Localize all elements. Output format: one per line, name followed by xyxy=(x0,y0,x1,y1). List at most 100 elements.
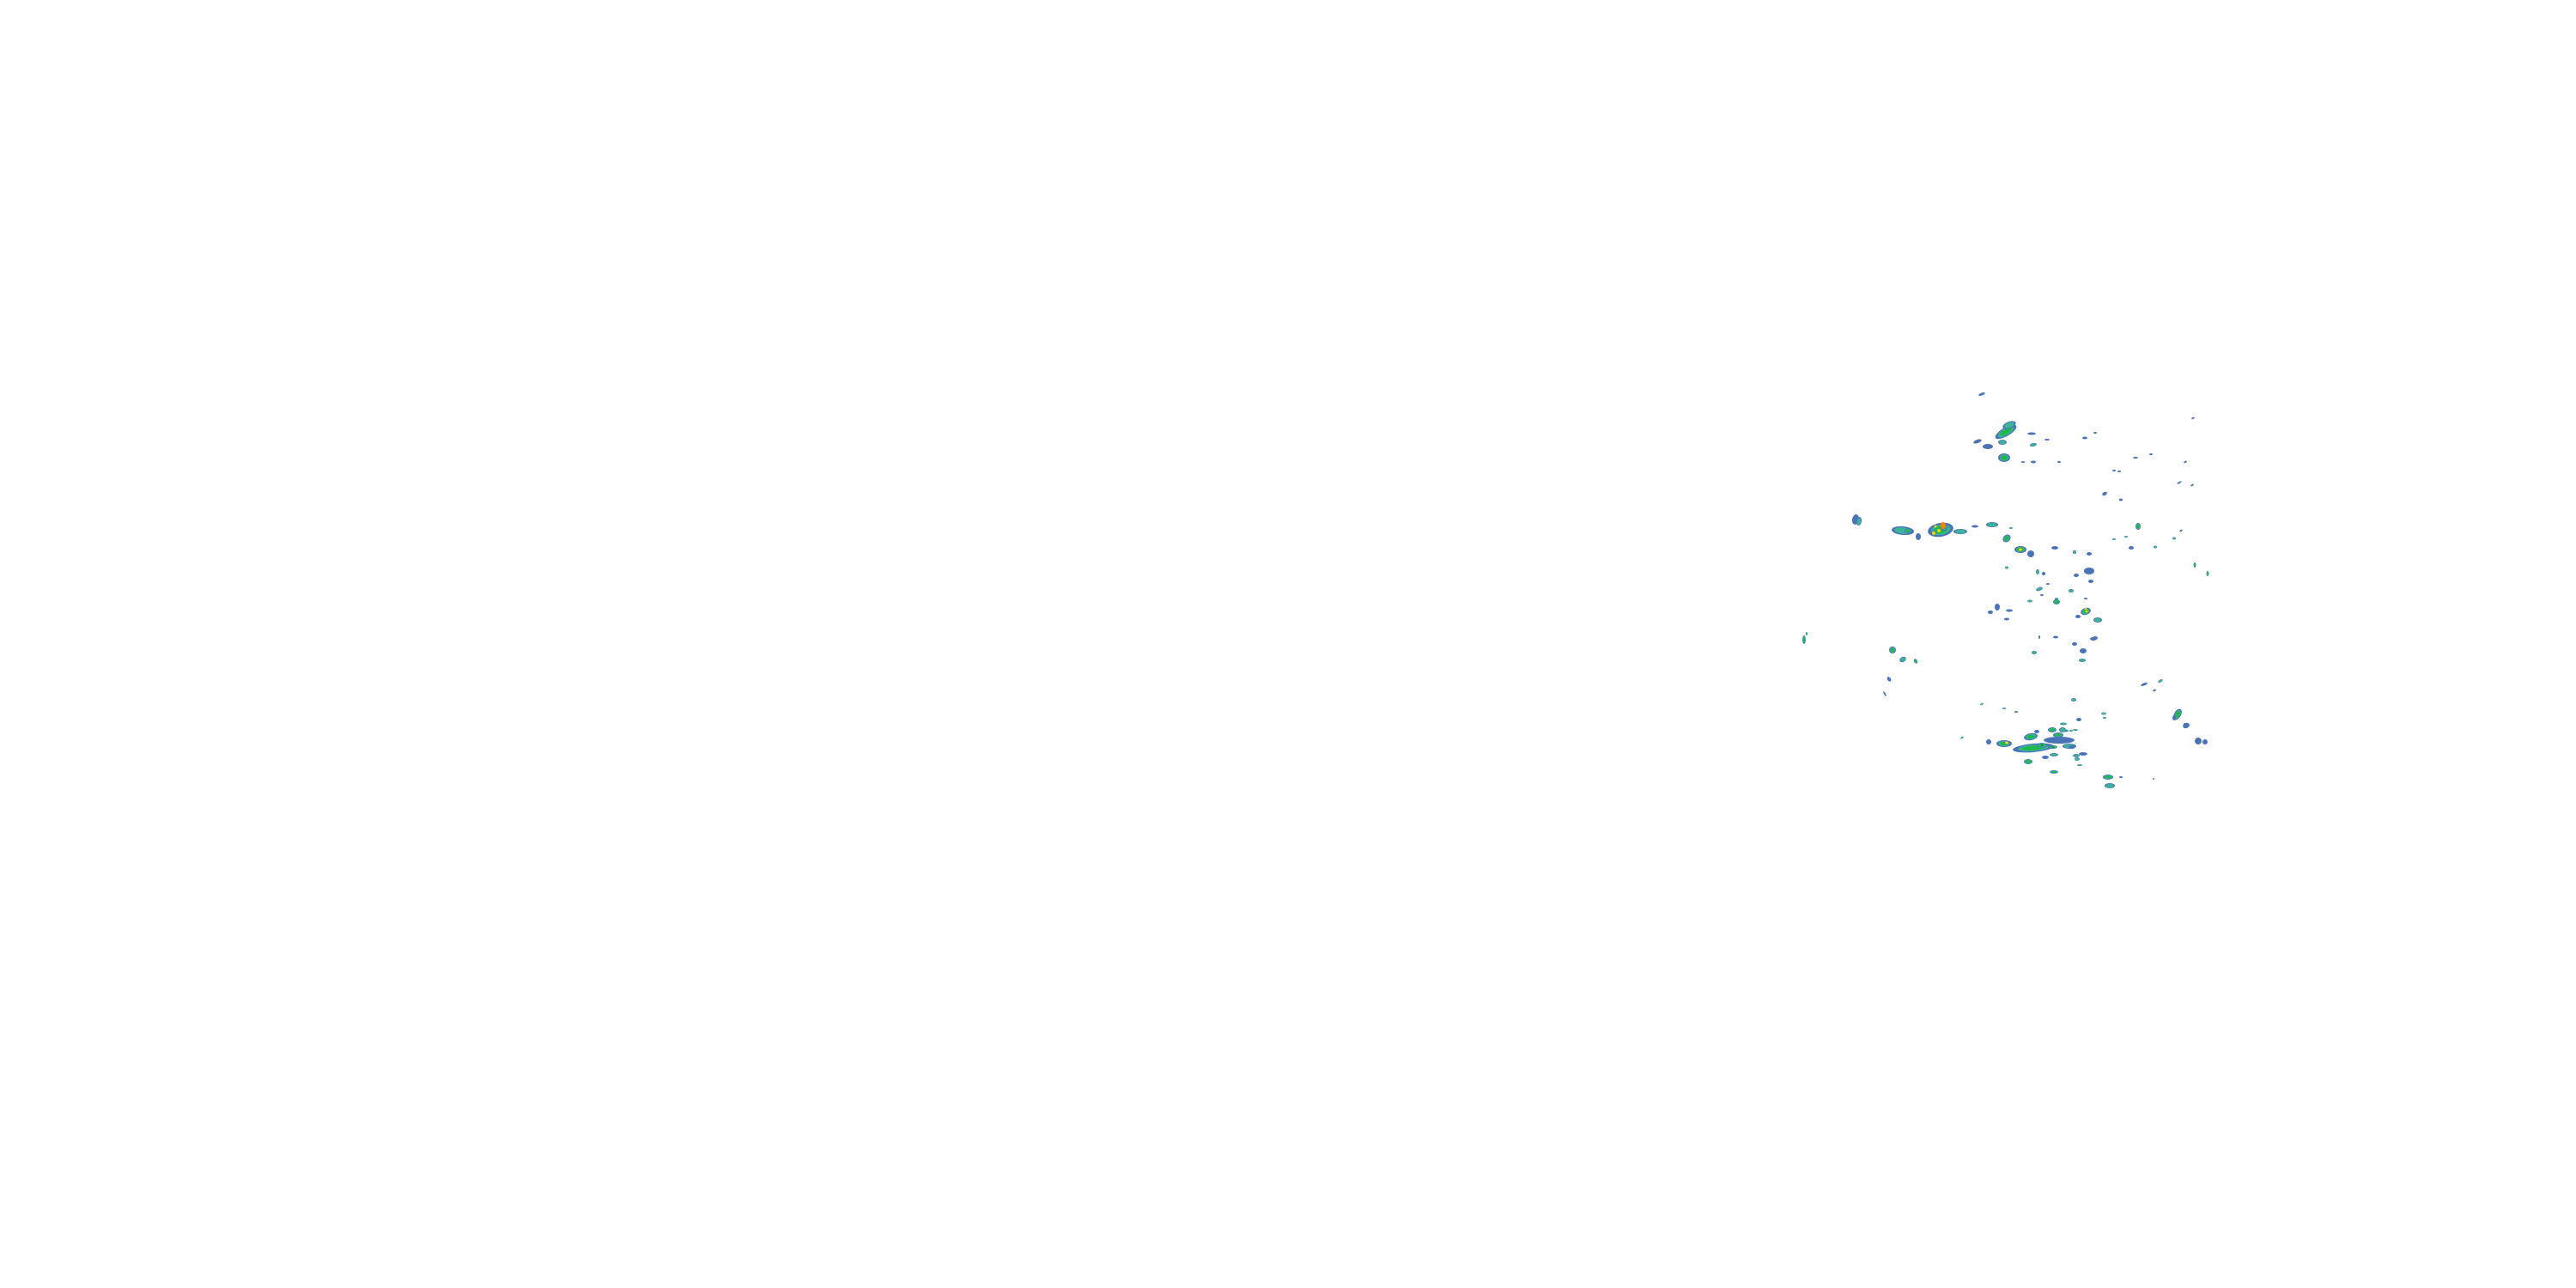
radar-echo-band xyxy=(2036,569,2039,574)
radar-echo xyxy=(1980,702,1984,706)
radar-echo-band xyxy=(2000,428,2012,436)
radar-echo-band xyxy=(2105,783,2114,788)
radar-echo xyxy=(2057,461,2061,463)
radar-echo xyxy=(2077,764,2082,766)
radar-echo xyxy=(1886,677,1892,682)
radar-echo xyxy=(2082,436,2087,440)
radar-echo xyxy=(2030,442,2037,447)
radar-echo-band xyxy=(1914,659,1917,663)
radar-echo xyxy=(2084,568,2094,574)
radar-echo-band xyxy=(2021,461,2025,463)
radar-echo-band xyxy=(2088,580,2093,583)
radar-echo-band xyxy=(2141,683,2148,686)
radar-echo-band xyxy=(2027,599,2032,603)
radar-echo xyxy=(2202,739,2208,744)
radar-echo-band xyxy=(2093,432,2097,434)
radar-echo xyxy=(1883,691,1886,696)
radar-echo xyxy=(2093,432,2097,434)
radar-echo-band xyxy=(2055,733,2062,737)
radar-echo-band xyxy=(2084,598,2087,599)
radar-echo xyxy=(1986,739,1991,744)
radar-echo xyxy=(2048,727,2057,732)
radar-echo-band xyxy=(2001,455,2008,460)
radar-echo-band xyxy=(2044,439,2050,440)
radar-echo xyxy=(2087,552,2092,556)
radar-echo xyxy=(2053,732,2063,738)
radar-echo-band xyxy=(2073,550,2076,554)
radar-echo xyxy=(1806,632,1807,635)
radar-echo-band xyxy=(2190,483,2194,487)
radar-echo-band xyxy=(2119,498,2123,501)
radar-echo-band xyxy=(2129,546,2134,550)
radar-echo-band xyxy=(2195,738,2202,744)
radar-echo-band xyxy=(1916,533,1921,540)
radar-echo xyxy=(2053,599,2060,605)
radar-echo xyxy=(2027,550,2034,557)
radar-echo xyxy=(2190,483,2194,487)
radar-echo xyxy=(2158,679,2163,683)
radar-echo xyxy=(2129,546,2134,550)
radar-echo xyxy=(2032,651,2037,654)
radar-echo-band xyxy=(1890,647,1895,653)
radar-echo-core xyxy=(1941,522,1946,529)
radar-echo-band xyxy=(2172,537,2176,540)
radar-echo-band xyxy=(2051,546,2058,550)
radar-echo xyxy=(2053,635,2058,639)
radar-echo-band xyxy=(2053,635,2058,639)
radar-echo-band xyxy=(1886,677,1892,682)
radar-echo xyxy=(2133,457,2138,459)
radar-echo-band xyxy=(1983,444,1993,449)
radar-echo xyxy=(1998,440,2007,445)
radar-echo xyxy=(2119,498,2123,501)
radar-echo-band xyxy=(2103,717,2106,719)
radar-echo-band xyxy=(1980,702,1984,706)
radar-echo-band xyxy=(2087,552,2092,556)
radar-echo xyxy=(2112,538,2116,540)
radar-echo-band xyxy=(2002,708,2006,709)
radar-echo-band xyxy=(1971,525,1978,528)
radar-echo-band xyxy=(2037,587,2042,591)
radar-echo xyxy=(2075,615,2081,618)
radar-echo-band xyxy=(1987,522,1997,527)
radar-echo xyxy=(1995,604,2000,611)
radar-echo-band xyxy=(2050,753,2057,756)
radar-echo-band xyxy=(2077,764,2082,766)
radar-echo-band xyxy=(2069,589,2074,592)
radar-echo xyxy=(2071,698,2076,702)
radar-echo-band xyxy=(2207,572,2208,575)
radar-echo-band xyxy=(1978,392,1985,396)
radar-echo-band xyxy=(2154,545,2157,549)
radar-echo-band xyxy=(1995,604,2000,611)
radar-echo-band xyxy=(2074,754,2079,757)
radar-echo xyxy=(1953,529,1967,534)
radar-echo-band xyxy=(1988,611,1993,614)
radar-echo xyxy=(2044,737,2075,744)
radar-echo xyxy=(2024,732,2038,741)
radar-echo xyxy=(1978,392,1985,396)
radar-echo xyxy=(2154,545,2157,549)
radar-echo-band xyxy=(2046,583,2050,585)
radar-echo xyxy=(2044,439,2050,440)
radar-echo xyxy=(2014,711,2018,713)
radar-echo-band xyxy=(2071,698,2076,702)
radar-echo xyxy=(2183,722,2190,729)
radar-echo xyxy=(2038,635,2040,639)
radar-echo-band xyxy=(2005,566,2008,569)
radar-echo xyxy=(2042,756,2049,759)
radar-echo xyxy=(2153,778,2154,780)
radar-echo-band xyxy=(2124,536,2128,538)
radar-echo-band xyxy=(2027,550,2034,557)
radar-echo-band xyxy=(2009,527,2013,529)
radar-echo xyxy=(2069,589,2074,592)
radar-echo xyxy=(2073,729,2078,731)
radar-echo-core xyxy=(1934,525,1937,528)
radar-echo-band xyxy=(2202,739,2208,744)
radar-echo-band xyxy=(2051,770,2057,774)
radar-echo-band xyxy=(2044,737,2075,744)
radar-echo-band xyxy=(2032,651,2037,654)
radar-echo-band xyxy=(2026,734,2035,739)
radar-echo xyxy=(1905,528,1911,533)
radar-echo xyxy=(1913,659,1918,664)
radar-echo-band xyxy=(2050,728,2055,732)
